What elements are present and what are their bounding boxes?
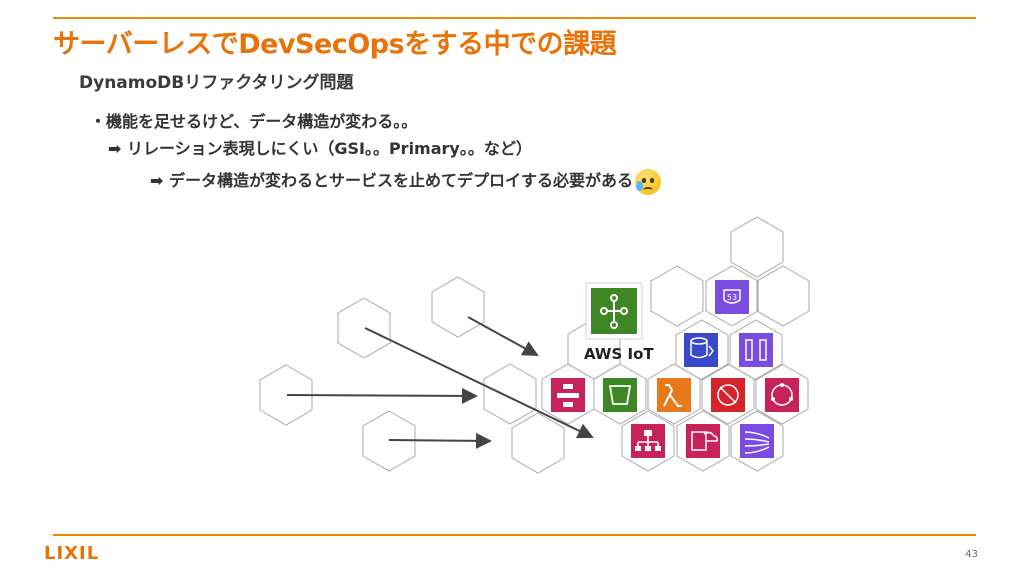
bullet-2: ➡ リレーション表現しにくい（GSI。。Primary。。など） [108, 139, 532, 158]
api-gateway-icon [739, 333, 773, 367]
s3-icon [603, 378, 637, 412]
hex-outline [593, 363, 647, 425]
hex-outline [337, 297, 391, 359]
hex-outline [756, 265, 810, 327]
arrow [467, 316, 539, 356]
hex-outline [431, 276, 485, 338]
aws-iot-icon [585, 282, 643, 340]
arrow [364, 327, 594, 439]
waf-icon [711, 378, 745, 412]
hex-outline [362, 410, 416, 472]
hex-outline [730, 216, 784, 278]
hex-outline [621, 410, 675, 472]
lambda-icon [657, 378, 691, 412]
slide-title: サーバーレスでDevSecOpsをする中での課題 [53, 29, 617, 60]
step-functions-icon [551, 378, 585, 412]
bullet-3-text: ➡ データ構造が変わるとサービスを止めてデプロイする必要がある [150, 171, 633, 190]
hex-outline [701, 363, 755, 425]
kinesis-icon [740, 424, 774, 458]
hex-outline [755, 363, 809, 425]
svg-text:53: 53 [727, 293, 737, 302]
top-rule [53, 17, 976, 19]
cloudformation-icon [631, 424, 665, 458]
hex-outline [650, 265, 704, 327]
appsync-icon [765, 378, 799, 412]
dynamodb-icon [684, 333, 718, 367]
bullet-3: ➡ データ構造が変わるとサービスを止めてデプロイする必要がある [150, 167, 661, 195]
lixil-logo: LIXIL [44, 543, 100, 564]
hex-outline [259, 364, 313, 426]
page-number: 43 [965, 549, 978, 560]
bottom-rule [53, 534, 976, 536]
hex-outline [511, 412, 565, 474]
aws-iot-label: AWS IoT [584, 345, 654, 363]
route53-icon: 53 [715, 280, 749, 314]
cloudwatch-logs-icon [686, 424, 720, 458]
crying-face-icon [634, 168, 661, 195]
bullet-1: ・機能を足せるけど、データ構造が変わる。。 [90, 112, 418, 131]
hex-outline [483, 363, 537, 425]
hex-outline [730, 410, 784, 472]
hex-outline [676, 410, 730, 472]
slide-subtitle: DynamoDBリファクタリング問題 [79, 73, 354, 93]
arrow [388, 432, 492, 449]
arrow [286, 387, 478, 404]
hex-outline [647, 363, 701, 425]
